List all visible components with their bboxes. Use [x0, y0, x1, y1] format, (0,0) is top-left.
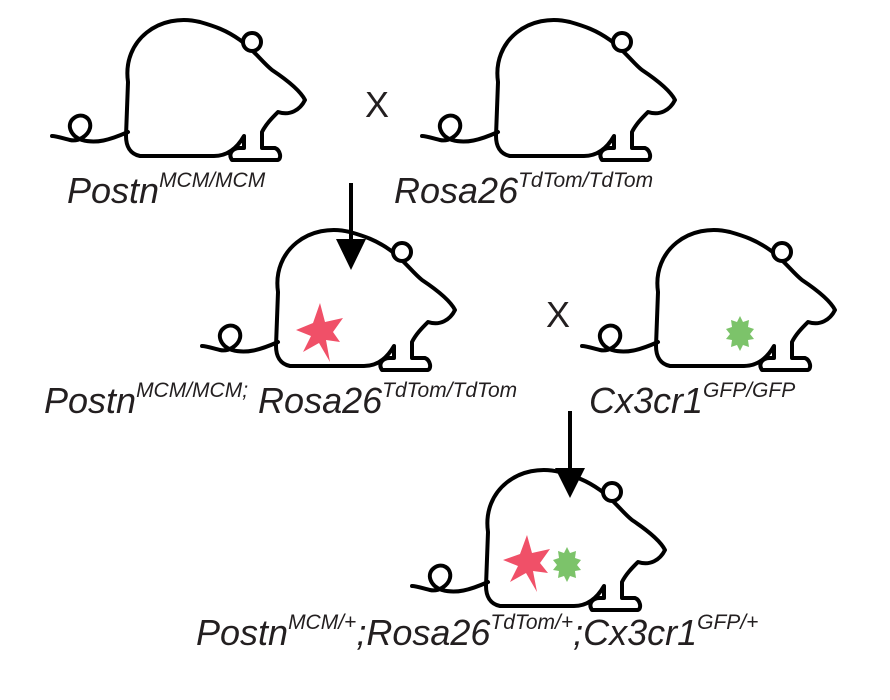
genotype-cx3cr1-allele: GFP/GFP — [703, 379, 795, 402]
genotype-rosa26-parent-allele: TdTom/TdTom — [518, 169, 653, 192]
cross-symbol-middle: X — [546, 294, 570, 335]
gfp-flower-icon-1 — [726, 316, 754, 351]
genotype-postn-rosa26-allele-postn: MCM/MCM; — [136, 379, 248, 402]
mouse-triple-transgenic-icon — [410, 467, 667, 612]
cross-symbol-top: X — [365, 84, 389, 125]
arrowhead-down-2-icon — [555, 468, 585, 498]
genotype-postn-parent-allele: MCM/MCM — [159, 169, 266, 192]
genotype-triple-allele-postn: MCM/+ — [288, 611, 356, 634]
gfp-flower-icon-2 — [553, 547, 581, 582]
genotype-cx3cr1: Cx3cr1GFP/GFP — [589, 379, 795, 421]
genotype-triple-transgenic: PostnMCM/+;Rosa26TdTom/+;Cx3cr1GFP/+ — [196, 611, 758, 653]
mouse-cx3cr1-icon — [580, 227, 837, 372]
tdtomato-star-icon-2 — [503, 535, 550, 592]
genotype-triple-gene-cx3cr1: ;Cx3cr1 — [573, 612, 697, 653]
genotype-postn-rosa26-gene-rosa26: Rosa26 — [248, 380, 383, 421]
genotype-triple-allele-rosa26: TdTom/+ — [490, 611, 573, 634]
tdtomato-star-icon-1 — [296, 303, 343, 362]
genotype-cx3cr1-gene: Cx3cr1 — [589, 380, 703, 421]
genotype-triple-gene-postn: Postn — [196, 612, 288, 653]
genotype-postn-parent: PostnMCM/MCM — [67, 169, 266, 211]
genotype-postn-rosa26-allele-rosa26: TdTom/TdTom — [382, 379, 517, 402]
genotype-triple-gene-rosa26: ;Rosa26 — [356, 612, 491, 653]
genotype-postn-rosa26-gene-postn: Postn — [44, 380, 136, 421]
mouse-postn-rosa26-icon — [200, 227, 457, 372]
genotype-rosa26-parent: Rosa26TdTom/TdTom — [394, 169, 653, 211]
genotype-postn-rosa26: PostnMCM/MCM; Rosa26TdTom/TdTom — [44, 379, 517, 421]
mouse-postn-parent-icon — [50, 17, 307, 162]
genotype-rosa26-parent-gene: Rosa26 — [394, 170, 519, 211]
genotype-triple-allele-cx3cr1: GFP/+ — [697, 611, 758, 634]
genotype-postn-parent-gene: Postn — [67, 170, 159, 211]
mouse-rosa26-parent-icon — [420, 17, 677, 162]
arrowhead-down-1-icon — [336, 239, 366, 270]
